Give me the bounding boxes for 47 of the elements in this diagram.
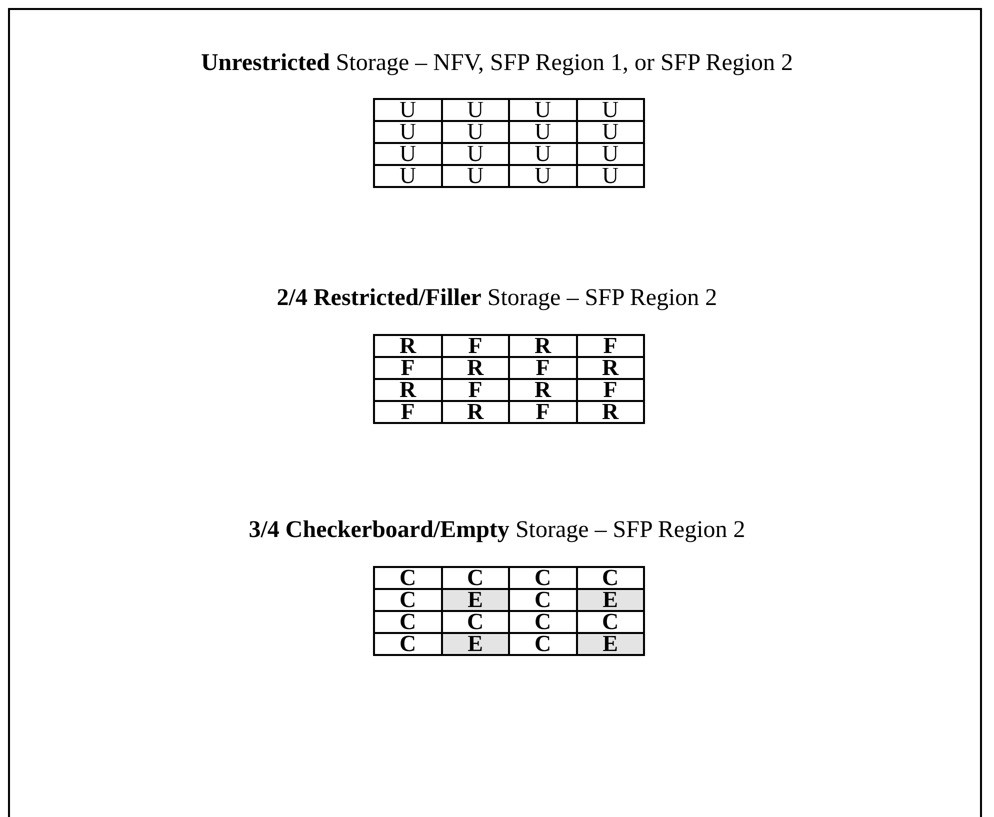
grid-cell: E [442, 589, 509, 611]
grid-cell: U [442, 99, 509, 121]
grid-cell: U [576, 99, 644, 121]
grid-cell: U [509, 99, 576, 121]
grid-cell: U [576, 143, 644, 165]
grid-cell: C [374, 611, 442, 633]
grid-cell: R [576, 401, 644, 423]
grid-cell: F [442, 335, 509, 357]
grid-cell: C [374, 567, 442, 589]
grid-cell: E [442, 633, 509, 655]
grid-cell: R [442, 401, 509, 423]
grid-cell: U [576, 121, 644, 143]
section-heading: 2/4 Restricted/Filler Storage – SFP Region 2 [276, 285, 718, 311]
grid-cell: U [576, 165, 644, 187]
grid-cell: R [374, 335, 442, 357]
grid-cell: F [374, 401, 442, 423]
grid-cell: U [509, 165, 576, 187]
grid-cell: C [374, 589, 442, 611]
grid-cell: C [374, 633, 442, 655]
grid-cell: R [509, 379, 576, 401]
grid-cell: E [576, 633, 644, 655]
grid-cell: C [509, 633, 576, 655]
grid-cell: R [374, 379, 442, 401]
grid-cell: U [374, 143, 442, 165]
grid-cell: R [442, 357, 509, 379]
grid-cell: U [374, 165, 442, 187]
grid-cell: U [509, 143, 576, 165]
section-heading: Unrestricted Storage – NFV, SFP Region 1, or SFP Region 2 [200, 50, 794, 76]
grid-cell: U [442, 121, 509, 143]
grid-cell: U [374, 99, 442, 121]
grid-cell: F [509, 401, 576, 423]
grid-cell: F [442, 379, 509, 401]
grid-cell: F [576, 335, 644, 357]
grid-cell: C [509, 589, 576, 611]
grid-cell: E [576, 589, 644, 611]
grid-cell: F [374, 357, 442, 379]
grid-cell: U [442, 143, 509, 165]
grid-cell: F [576, 379, 644, 401]
grid-cell: U [374, 121, 442, 143]
grid-cell: F [509, 357, 576, 379]
section-heading: 3/4 Checkerboard/Empty Storage – SFP Region 2 [248, 517, 746, 543]
grid-cell: C [509, 611, 576, 633]
grid-cell: C [509, 567, 576, 589]
grid-cell: U [509, 121, 576, 143]
grid-cell: R [576, 357, 644, 379]
grid-cell: U [442, 165, 509, 187]
grid-cell: R [509, 335, 576, 357]
